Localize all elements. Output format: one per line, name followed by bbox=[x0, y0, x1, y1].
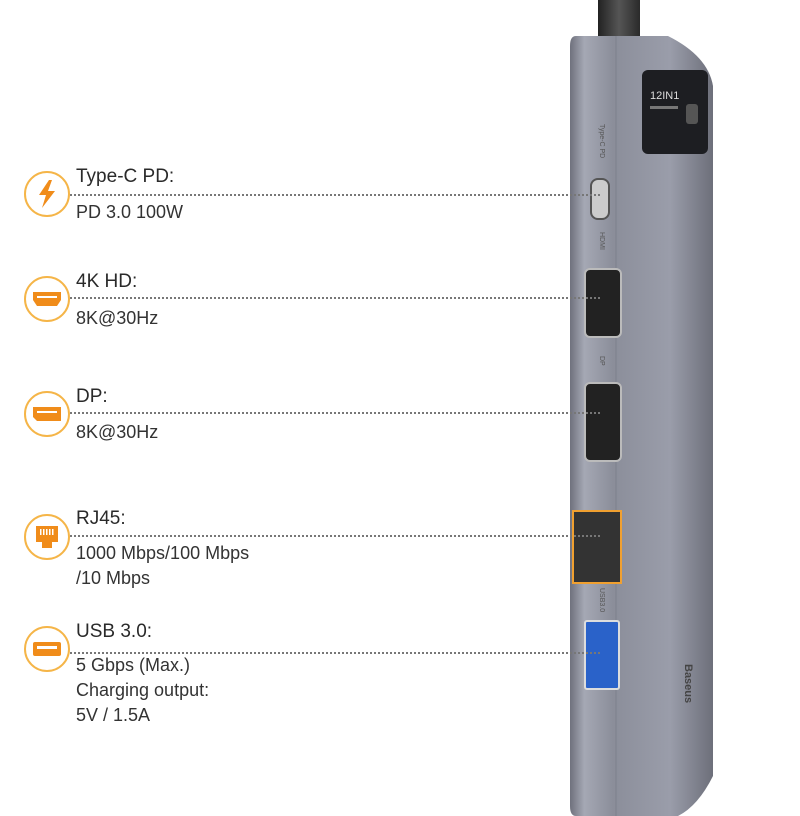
device-badge-title: 12IN1 bbox=[650, 90, 680, 102]
hdmi-port-icon bbox=[24, 276, 70, 322]
dp-port bbox=[584, 382, 622, 462]
leader-line bbox=[70, 412, 600, 414]
hdmi-port-label: HDMI bbox=[598, 232, 605, 250]
feature-title: Type-C PD: bbox=[76, 166, 175, 187]
ethernet-port-icon bbox=[24, 514, 70, 560]
leader-line bbox=[70, 652, 600, 654]
brand-logo: Baseus bbox=[682, 664, 694, 704]
feature-title: 4K HD: bbox=[76, 271, 138, 292]
feature-value: 8K@30Hz bbox=[76, 308, 159, 328]
rj45-port bbox=[572, 510, 622, 584]
feature-value: 5 Gbps (Max.) bbox=[76, 655, 191, 675]
feature-title: USB 3.0: bbox=[76, 621, 153, 642]
dp-port-label: DP bbox=[598, 356, 605, 366]
feature-value: /10 Mbps bbox=[76, 568, 151, 588]
hdmi-port bbox=[584, 268, 622, 338]
typec-port-label: Type-C PD bbox=[598, 124, 605, 159]
feature-value: Charging output: bbox=[76, 680, 210, 700]
feature-value: 5V / 1.5A bbox=[76, 705, 151, 725]
feature-value: 1000 Mbps/100 Mbps bbox=[76, 543, 250, 563]
displayport-icon bbox=[24, 391, 70, 437]
typec-port bbox=[590, 178, 610, 220]
usb3-port bbox=[584, 620, 620, 690]
feature-title: DP: bbox=[76, 386, 108, 407]
leader-line bbox=[70, 194, 600, 196]
lightning-icon bbox=[24, 171, 70, 217]
feature-title: RJ45: bbox=[76, 508, 126, 529]
feature-value: 8K@30Hz bbox=[76, 422, 159, 442]
leader-line bbox=[70, 297, 600, 299]
leader-line bbox=[70, 535, 600, 537]
device-screen: 12IN1 bbox=[642, 70, 708, 154]
feature-value: PD 3.0 100W bbox=[76, 202, 184, 222]
usb-port-label: USB3.0 bbox=[598, 588, 605, 613]
usb-port-icon bbox=[24, 626, 70, 672]
